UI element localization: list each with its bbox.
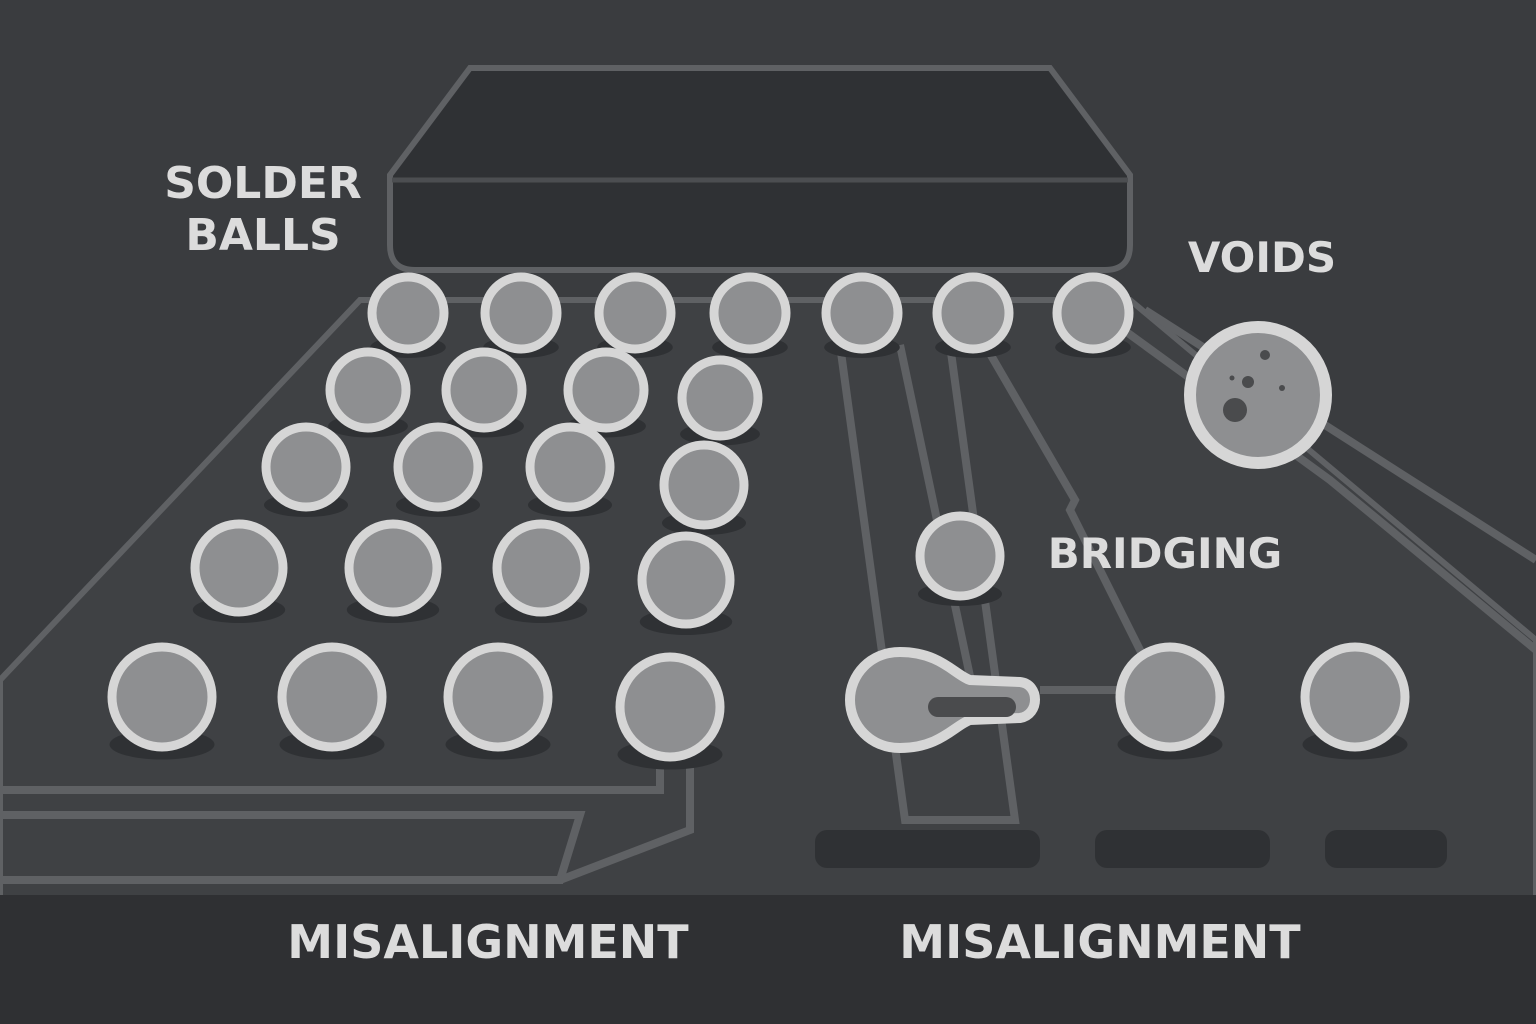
solder-ball: [107, 642, 217, 752]
solder-ball: [441, 347, 527, 433]
solder-ball: [393, 422, 483, 512]
solder-ball: [492, 519, 590, 617]
label-solder-balls-line1: SOLDER: [164, 158, 362, 209]
solder-ball: [1115, 642, 1225, 752]
label-misalignment-right: MISALIGNMENT: [899, 915, 1301, 969]
solder-balls: [107, 272, 1410, 770]
label-bridging: BRIDGING: [1048, 529, 1283, 578]
solder-ball: [190, 519, 288, 617]
solder-ball: [443, 642, 553, 752]
bridged-solder-ball: [844, 646, 1040, 754]
solder-ball: [480, 272, 562, 354]
solder-ball: [915, 511, 1005, 601]
solder-ball: [261, 422, 351, 512]
footer-band: [0, 895, 1536, 1024]
solder-ball: [563, 347, 649, 433]
solder-ball: [677, 355, 763, 441]
pad-shadows: [815, 830, 1447, 868]
solder-ball: [277, 642, 387, 752]
void-solder-ball: [1184, 321, 1332, 469]
label-misalignment-left: MISALIGNMENT: [287, 915, 689, 969]
solder-ball: [709, 272, 791, 354]
bga-chip: [387, 65, 1133, 273]
solder-ball: [659, 440, 749, 530]
solder-ball: [932, 272, 1014, 354]
solder-ball: [367, 272, 449, 354]
pcb-traces: [0, 306, 1536, 884]
solder-ball: [1300, 642, 1410, 752]
solder-ball: [1052, 272, 1134, 354]
solder-ball: [615, 652, 725, 762]
solder-ball: [821, 272, 903, 354]
label-voids: VOIDS: [1188, 233, 1336, 282]
label-solder-balls-line2: BALLS: [185, 210, 340, 261]
solder-ball: [594, 272, 676, 354]
solder-ball: [344, 519, 442, 617]
solder-ball: [525, 422, 615, 512]
solder-ball: [637, 531, 735, 629]
solder-ball: [325, 347, 411, 433]
